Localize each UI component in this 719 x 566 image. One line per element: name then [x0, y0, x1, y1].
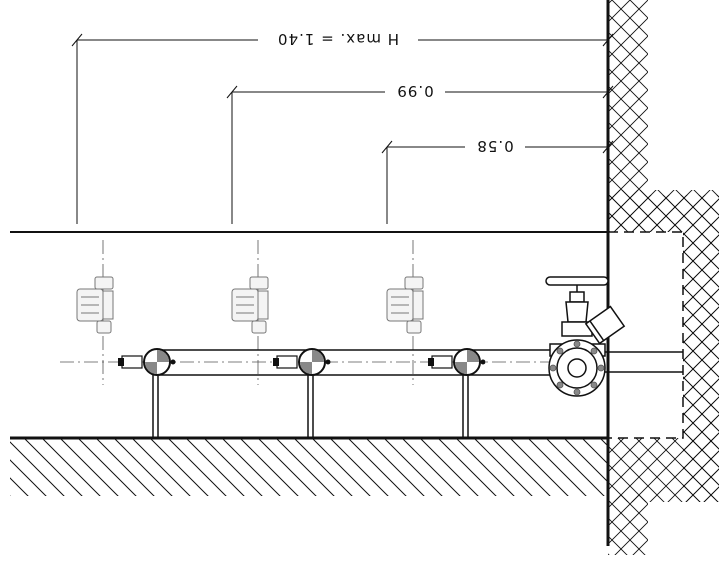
- pipe-tee-icon: [118, 348, 176, 438]
- dimension-0-99: 0.99: [226, 82, 614, 224]
- dimension-h-max-label: H max. = 1.40: [277, 30, 399, 48]
- pump-icon: [76, 276, 114, 334]
- chase-outline: [608, 231, 684, 439]
- pipe-tee-icon: [273, 348, 331, 438]
- dimension-0-58-label: 0.58: [476, 137, 513, 155]
- dimension-0-58: 0.58: [381, 137, 614, 224]
- wall-hatch: [606, 0, 719, 555]
- pump-icon: [231, 276, 269, 334]
- main-pipe: [158, 349, 683, 376]
- floor-hatch: [10, 436, 608, 496]
- dimension-0-99-label: 0.99: [396, 82, 433, 100]
- valve-icon: [545, 276, 626, 397]
- pipe-tee-icon: [428, 348, 486, 438]
- pump-icon: [386, 276, 424, 334]
- dimension-h-max: H max. = 1.40: [71, 30, 614, 224]
